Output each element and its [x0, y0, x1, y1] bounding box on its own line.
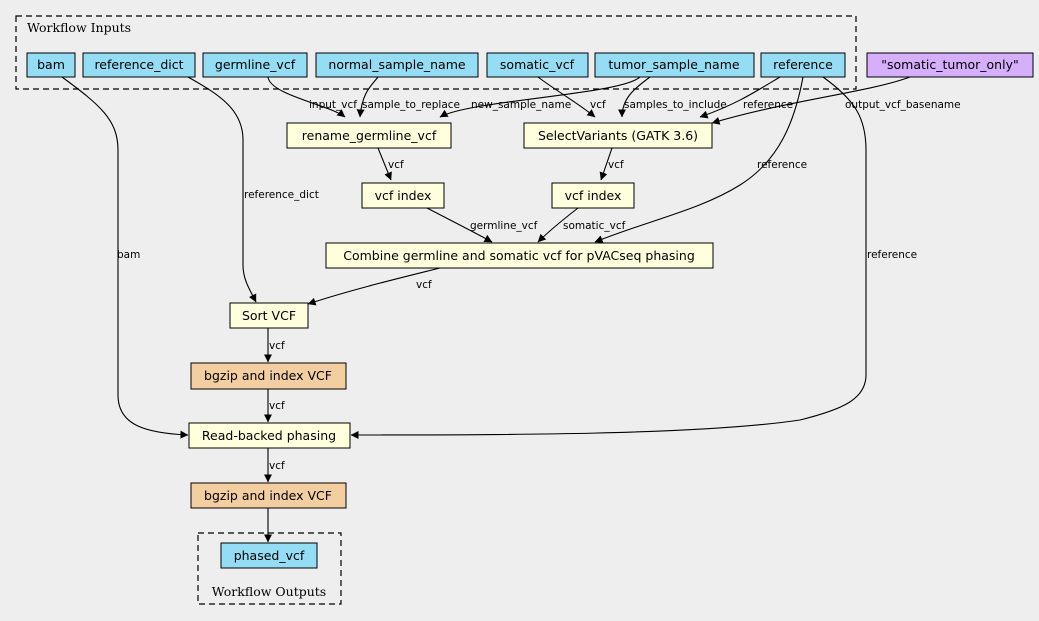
- edge-germline-to-rename: [267, 76, 346, 118]
- edge-label-samples-to-include: samples_to_include: [624, 99, 727, 111]
- edge-combine-to-sort: [307, 267, 441, 306]
- input-node-bam[interactable]: bam: [26, 52, 76, 78]
- edge-reference-to-combine: [594, 76, 804, 243]
- edge-index2-to-combine: [537, 207, 579, 243]
- input-node-somatic-vcf[interactable]: somatic_vcf: [486, 52, 589, 78]
- edge-label-reference-select: reference: [743, 99, 793, 111]
- step-node-vcf-index-somatic[interactable]: vcf index: [551, 182, 635, 209]
- constant-node-somatic-tumor-only[interactable]: "somatic_tumor_only": [866, 52, 1034, 78]
- edge-labels: input_vcf sample_to_replace new_sample_n…: [117, 99, 961, 472]
- input-node-reference-dict-label: reference_dict: [94, 57, 183, 72]
- input-node-reference-dict[interactable]: reference_dict: [82, 52, 196, 78]
- edge-const-to-select: [711, 76, 911, 125]
- edge-label-vcf-select: vcf: [590, 99, 606, 111]
- edge-label-reference-phasing: reference: [867, 249, 917, 261]
- edge-label-vcf-select-index: vcf: [608, 159, 624, 171]
- step-node-index2-label: vcf index: [565, 188, 622, 203]
- edge-label-vcf-bgzip-phasing: vcf: [269, 400, 285, 412]
- edge-refdict-to-sort: [187, 76, 257, 303]
- output-node-phased-vcf[interactable]: phased_vcf: [220, 542, 318, 569]
- edge-normal-to-rename: [356, 76, 379, 118]
- step-node-phasing-label: Read-backed phasing: [202, 428, 336, 443]
- edge-label-reference-dict: reference_dict: [244, 189, 319, 201]
- input-node-germline-vcf[interactable]: germline_vcf: [202, 52, 308, 78]
- input-node-somatic-vcf-label: somatic_vcf: [500, 57, 575, 72]
- workflow-outputs-cluster: Workflow Outputs: [197, 532, 342, 605]
- edge-tumor-to-select: [618, 76, 651, 118]
- step-node-sort-label: Sort VCF: [242, 308, 296, 323]
- step-node-combine-vcf[interactable]: Combine germline and somatic vcf for pVA…: [325, 242, 714, 269]
- edge-select-to-index2: [599, 147, 613, 181]
- edges: [61, 76, 911, 543]
- tool-node-bgzip2-label: bgzip and index VCF: [204, 488, 332, 503]
- step-node-combine-label: Combine germline and somatic vcf for pVA…: [343, 248, 695, 263]
- edge-label-sample-to-replace: sample_to_replace: [362, 99, 460, 111]
- edge-bam-to-phasing: [61, 76, 189, 439]
- edge-label-reference-combine: reference: [757, 159, 807, 171]
- edge-label-vcf-phasing-bgzip: vcf: [269, 460, 285, 472]
- edge-label-somatic-vcf: somatic_vcf: [563, 220, 626, 232]
- tool-node-bgzip-index-2[interactable]: bgzip and index VCF: [190, 482, 347, 509]
- output-node-phased-vcf-label: phased_vcf: [234, 548, 305, 563]
- edge-reference-to-select: [699, 76, 781, 119]
- workflow-inputs-title: Workflow Inputs: [27, 20, 131, 35]
- step-node-select-label: SelectVariants (GATK 3.6): [538, 128, 698, 143]
- edge-tumor-to-rename: [439, 76, 641, 118]
- input-node-reference[interactable]: reference: [760, 52, 846, 78]
- edge-label-new-sample-name: new_sample_name: [471, 99, 571, 111]
- step-node-index1-label: vcf index: [375, 188, 432, 203]
- edge-rename-to-index1: [377, 147, 392, 181]
- edge-index1-to-combine: [426, 207, 493, 243]
- tool-node-bgzip-index-1[interactable]: bgzip and index VCF: [190, 362, 347, 390]
- tool-node-bgzip1-label: bgzip and index VCF: [204, 368, 332, 383]
- edge-label-output-vcf-basename: output_vcf_basename: [845, 99, 961, 111]
- workflow-outputs-title: Workflow Outputs: [212, 584, 326, 599]
- edge-label-vcf-rename-index: vcf: [388, 159, 404, 171]
- edge-reference-to-phasing: [350, 76, 867, 439]
- edge-label-input-vcf: input_vcf: [309, 99, 357, 111]
- workflow-inputs-cluster: Workflow Inputs: [15, 15, 857, 90]
- input-node-germline-vcf-label: germline_vcf: [215, 57, 296, 72]
- edge-somatic-to-select: [537, 76, 596, 118]
- edge-label-vcf-combine-sort: vcf: [416, 279, 432, 291]
- step-node-read-backed-phasing[interactable]: Read-backed phasing: [188, 422, 351, 449]
- edge-label-vcf-sort-bgzip: vcf: [269, 340, 285, 352]
- input-node-normal-sample-name-label: normal_sample_name: [328, 57, 466, 72]
- input-node-normal-sample-name[interactable]: normal_sample_name: [315, 52, 479, 78]
- edge-label-bam: bam: [117, 249, 140, 261]
- input-node-reference-label: reference: [773, 57, 833, 72]
- step-node-vcf-index-germline[interactable]: vcf index: [361, 182, 445, 209]
- input-node-tumor-sample-name[interactable]: tumor_sample_name: [594, 52, 755, 78]
- constant-node-label: "somatic_tumor_only": [881, 57, 1018, 72]
- input-node-bam-label: bam: [37, 57, 65, 72]
- input-node-tumor-sample-name-label: tumor_sample_name: [608, 57, 739, 72]
- step-node-rename-germline-vcf[interactable]: rename_germline_vcf: [286, 122, 452, 149]
- step-node-select-variants[interactable]: SelectVariants (GATK 3.6): [523, 122, 713, 149]
- step-node-rename-label: rename_germline_vcf: [302, 128, 437, 143]
- step-node-sort-vcf[interactable]: Sort VCF: [229, 302, 309, 329]
- edge-label-germline-vcf: germline_vcf: [470, 220, 538, 232]
